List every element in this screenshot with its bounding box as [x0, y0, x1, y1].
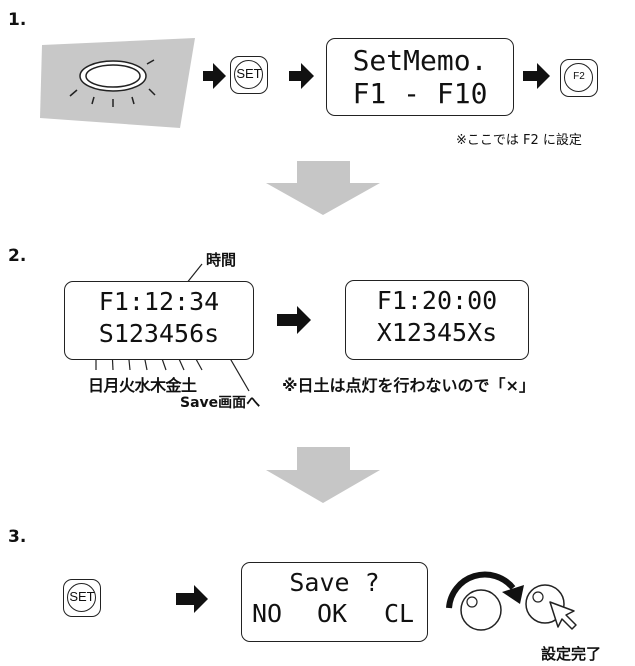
set-button[interactable]: SET: [63, 579, 101, 617]
rotate-clockwise-icon: [446, 571, 524, 609]
device-panel: [40, 38, 195, 128]
lcd-option-ok[interactable]: OK: [317, 599, 348, 628]
lcd-line-2: S123456s: [98, 319, 220, 348]
time-label: 時間: [206, 251, 237, 269]
step-3-number: 3.: [8, 527, 27, 547]
lcd-line-1: F1:20:00: [376, 286, 498, 315]
step1-note: ※ここでは F2 に設定: [456, 133, 582, 148]
lcd-line-1: SetMemo.: [352, 44, 488, 77]
lcd-line-1: F1:12:34: [98, 287, 220, 316]
lcd-memo-edit: F1:12:34 S123456s: [64, 281, 254, 360]
set-button[interactable]: SET: [230, 56, 268, 94]
lcd-line-1: Save ?: [289, 568, 380, 597]
step-2-number: 2.: [8, 246, 27, 266]
arrow-right-icon: [176, 585, 208, 613]
down-arrow-icon: [266, 161, 380, 215]
lcd-line-2: F1 - F10: [352, 77, 488, 110]
arrow-right-icon: [289, 63, 314, 89]
step2-note: ※日土は点灯を行わないので「×」: [282, 376, 535, 395]
arrow-right-icon: [203, 63, 226, 89]
lcd-setmemo: SetMemo. F1 - F10: [326, 38, 514, 116]
lcd-line-2: X12345Xs: [376, 318, 498, 347]
save-screen-label: Save画面へ: [180, 395, 261, 411]
cursor-arrow-icon: [549, 601, 577, 630]
step-1-number: 1.: [8, 10, 27, 30]
lcd-memo-result: F1:20:00 X12345Xs: [345, 280, 529, 360]
lcd-save-confirm: Save ? NO OK CL: [241, 562, 428, 642]
lcd-option-no[interactable]: NO: [252, 599, 283, 628]
dial-icon[interactable]: [460, 589, 502, 631]
f2-button[interactable]: F2: [560, 59, 598, 97]
glow-rays: [69, 59, 156, 107]
done-label: 設定完了: [541, 645, 602, 663]
down-arrow-icon: [266, 447, 380, 503]
weekday-labels: 日月火水木金土: [88, 376, 197, 395]
lcd-option-cl[interactable]: CL: [384, 599, 415, 628]
arrow-right-icon: [523, 63, 550, 89]
arrow-right-icon: [277, 306, 311, 334]
